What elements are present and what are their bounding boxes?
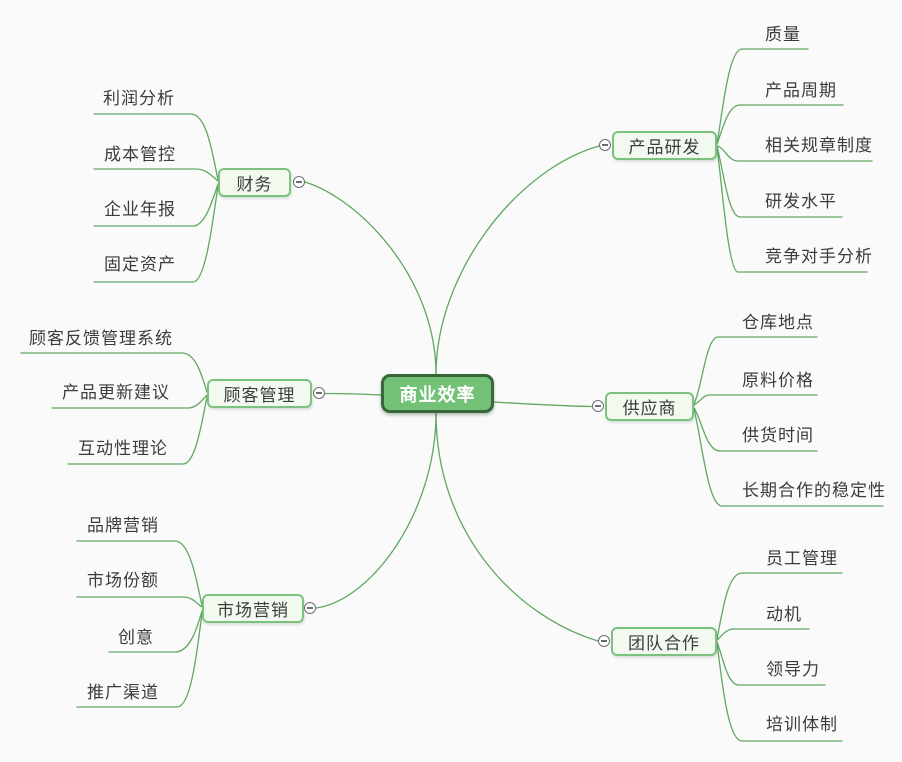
child-node[interactable]: 产品周期 (765, 81, 837, 100)
child-node[interactable]: 创意 (118, 628, 154, 647)
child-node[interactable]: 利润分析 (103, 89, 175, 108)
child-node[interactable]: 竞争对手分析 (765, 247, 873, 266)
edge-root-supplier (493, 401, 593, 408)
edge-root-product-rd (435, 145, 600, 375)
edge-supplier-child-2 (693, 407, 818, 452)
edge-customer-child-0 (20, 352, 208, 393)
child-node[interactable]: 企业年报 (104, 200, 176, 219)
root-node[interactable]: 商业效率 (381, 374, 494, 413)
edge-teamwork-child-1 (716, 628, 810, 641)
child-node[interactable]: 长期合作的稳定性 (742, 481, 886, 500)
child-node[interactable]: 员工管理 (766, 549, 838, 568)
collapse-minus-icon-customer[interactable] (313, 387, 325, 399)
edge-supplier-child-0 (693, 336, 818, 405)
branch-node-finance[interactable]: 财务 (218, 168, 291, 197)
edge-root-teamwork (435, 412, 599, 642)
edge-product-child-3 (716, 146, 843, 218)
edge-finance-child-0 (93, 113, 219, 181)
edge-customer-child-2 (67, 396, 208, 465)
child-node[interactable]: 原料价格 (742, 371, 814, 390)
collapse-minus-icon-product-rd[interactable] (599, 139, 611, 151)
edge-product-child-0 (716, 48, 809, 144)
edge-teamwork-child-2 (716, 641, 826, 686)
edge-root-finance (304, 181, 437, 375)
child-node[interactable]: 品牌营销 (87, 516, 159, 535)
collapse-minus-icon-finance[interactable] (293, 176, 305, 188)
edge-finance-child-2 (93, 183, 219, 227)
edge-product-child-1 (716, 104, 844, 145)
edge-root-marketing (315, 412, 437, 609)
edge-teamwork-child-0 (716, 572, 843, 640)
edge-marketing-child-1 (76, 596, 203, 608)
edge-customer-child-1 (51, 394, 208, 409)
branch-node-product-rd[interactable]: 产品研发 (612, 131, 717, 160)
edge-product-child-2 (716, 145, 873, 162)
edge-supplier-child-3 (693, 408, 884, 507)
child-node[interactable]: 推广渠道 (87, 683, 159, 702)
collapse-minus-icon-supplier[interactable] (592, 400, 604, 412)
branch-node-supplier[interactable]: 供应商 (605, 392, 694, 421)
child-node[interactable]: 研发水平 (765, 192, 837, 211)
edge-finance-child-3 (93, 185, 219, 283)
child-node[interactable]: 顾客反馈管理系统 (29, 329, 173, 348)
child-node[interactable]: 培训体制 (766, 715, 838, 734)
child-node[interactable]: 固定资产 (104, 255, 176, 274)
collapse-minus-icon-marketing[interactable] (304, 602, 316, 614)
child-node[interactable]: 动机 (766, 605, 802, 624)
collapse-minus-icon-teamwork[interactable] (598, 635, 610, 647)
branch-node-teamwork[interactable]: 团队合作 (611, 627, 717, 656)
edge-finance-child-1 (93, 168, 219, 182)
child-node[interactable]: 仓库地点 (742, 313, 814, 332)
edge-supplier-child-1 (693, 394, 818, 406)
child-node[interactable]: 互动性理论 (78, 439, 168, 458)
child-node[interactable]: 相关规章制度 (765, 136, 873, 155)
child-node[interactable]: 质量 (765, 25, 801, 44)
branch-node-customer-management[interactable]: 顾客管理 (207, 379, 312, 408)
edge-marketing-child-3 (76, 612, 203, 708)
child-node[interactable]: 供货时间 (742, 426, 814, 445)
edge-teamwork-child-3 (716, 642, 843, 742)
child-node[interactable]: 市场份额 (87, 571, 159, 590)
edge-marketing-child-0 (76, 540, 203, 607)
edge-root-customer (324, 392, 382, 396)
child-node[interactable]: 产品更新建议 (62, 383, 170, 402)
child-node[interactable]: 成本管控 (104, 145, 176, 164)
branch-node-marketing[interactable]: 市场营销 (202, 594, 304, 623)
edge-product-child-4 (716, 147, 868, 273)
child-node[interactable]: 领导力 (766, 660, 820, 679)
edge-marketing-child-2 (108, 610, 203, 653)
